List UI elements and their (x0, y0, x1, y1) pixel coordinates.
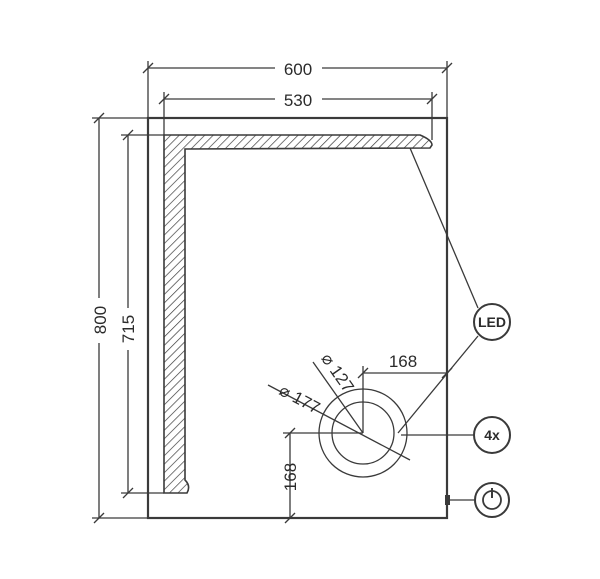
overall-width-label: 600 (284, 60, 312, 79)
dimension-mirror-offset-vertical: 168 (281, 427, 363, 524)
magnification-callout-label: 4x (484, 427, 500, 443)
magnification-callout-circle (473, 416, 511, 454)
dimension-led-width: 530 (158, 91, 438, 140)
mirror-offset-horizontal-label: 168 (389, 352, 417, 371)
led-callout-label: LED (478, 314, 506, 330)
dimension-overall-width: 600 (142, 60, 453, 118)
led-width-label: 530 (284, 91, 312, 110)
led-callout-leader-2 (397, 335, 479, 434)
overall-height-label: 800 (91, 306, 110, 334)
mirror-outline (146, 116, 449, 520)
diameter-inner-leader (312, 361, 364, 434)
diameter-outer-label: ⌀ 177 (276, 381, 323, 418)
led-strip (163, 134, 433, 494)
led-height-label: 715 (119, 315, 138, 343)
led-callout-leader (409, 147, 479, 309)
diameter-outer-leader (267, 384, 411, 461)
diameter-inner-label: ⌀ 127 (317, 350, 357, 396)
dimension-led-height: 715 (119, 129, 164, 499)
switch-body (445, 495, 450, 505)
power-switch-icon (474, 482, 510, 518)
mirror-offset-vertical-label: 168 (281, 463, 300, 491)
dimension-overall-height: 800 (91, 112, 148, 524)
led-callout-circle (473, 303, 511, 341)
